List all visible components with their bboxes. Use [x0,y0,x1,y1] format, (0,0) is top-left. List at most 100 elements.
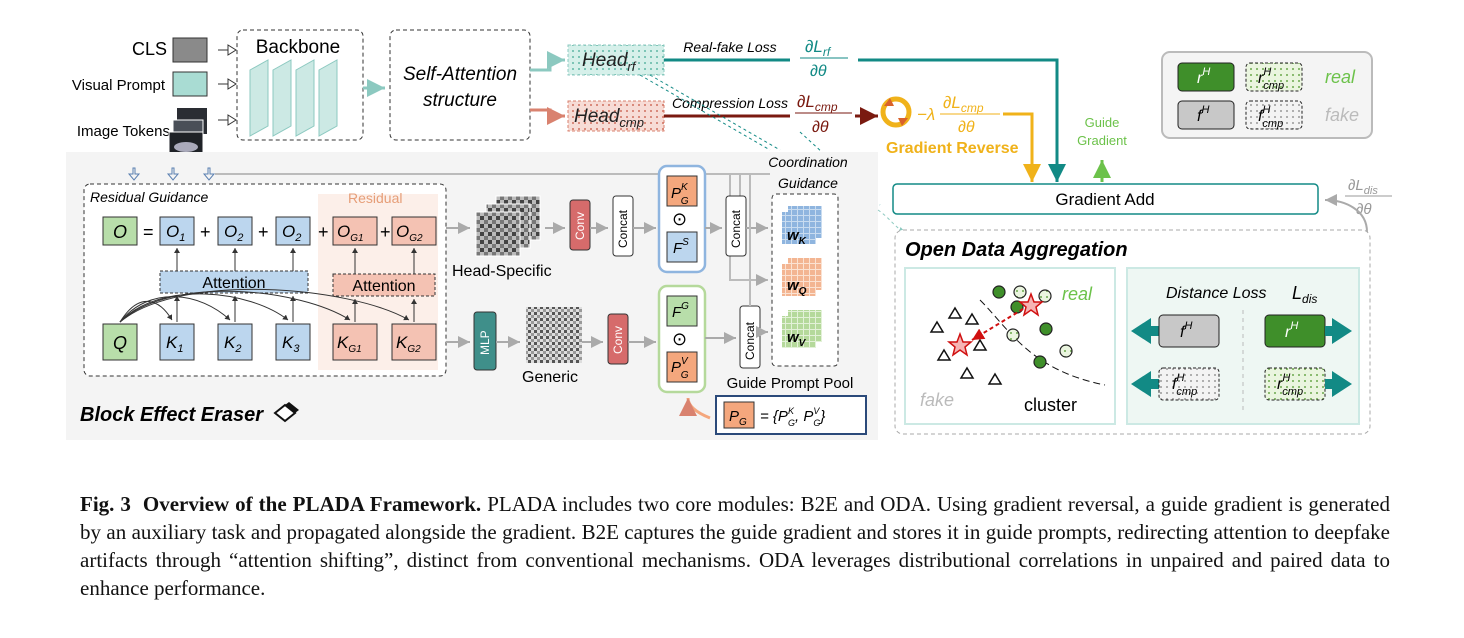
attention-bar [159,270,309,294]
O-box [102,216,138,246]
attention2-label: Attention [352,278,415,295]
cluster-label: cluster [1024,395,1077,415]
legend-real-cmp-swatch [1245,62,1303,92]
cls-label: CLS [132,39,167,59]
wv-grid-front [782,316,816,348]
K1: K1 [166,333,183,355]
cmp-grad-num: ∂Lcmp [797,92,838,114]
plus-1: + [200,222,211,242]
fg-box [666,295,698,327]
wk-grid-front [782,212,816,244]
dis-grad-den: ∂θ [1356,201,1372,218]
odot-1: ⊙ [672,209,687,229]
eraser-icon [273,402,299,423]
cluster-box [904,267,1116,425]
legend-real-label: real [1325,67,1356,87]
rf-grad-den: ∂θ [810,63,827,80]
wv-label: wV [787,329,807,349]
real-fake-loss-label: Real-fake Loss [683,39,776,55]
concat-block-top [612,195,634,257]
b2e-title: Block Effect Eraser [80,404,264,426]
pv-box [666,351,698,383]
coord-dash-1 [639,74,771,151]
oda-fHcmp-box [1158,367,1220,401]
fg-label: FG [672,301,689,321]
fc-left-arrow-icon [1131,371,1160,397]
concat-top-label: Concat [616,209,630,248]
fake-center-star-icon [946,331,974,357]
oda-title: Open Data Aggregation [905,239,1128,261]
caption-title: Overview of the PLADA Framework. [142,492,482,516]
gr-prefix: −λ [917,105,935,124]
cls-arrow-icon [218,44,237,56]
ldis-label: Ldis [1292,283,1317,306]
pool-to-pv-arrow [679,397,711,420]
concat-mid-label: Concat [729,209,743,248]
pk-box [666,175,698,207]
rf-to-gradient-add-arrow [858,58,1066,182]
legend-fH: fH [1197,104,1209,125]
real-center-star-icon [1017,291,1045,317]
residual-guidance-label: Residual Guidance [90,189,209,205]
K2: K2 [224,333,241,355]
b2e-down-arrows [127,167,216,181]
head-specific-feature-maps [475,195,541,257]
f-left-arrow-icon [1131,318,1160,344]
O2: O2 [224,222,243,244]
coordination-line1: Coordination [768,154,848,170]
reverse-to-add-arrow [1003,112,1041,182]
plus-4: + [380,222,391,242]
legend-fake-cmp-swatch [1245,100,1303,130]
r-right-arrow-icon [1325,318,1352,344]
concat-block-mid [725,195,747,257]
gradient-add-box [892,183,1319,215]
mlp-label: MLP [478,330,492,355]
guide-gradient-line1: Guide [1085,115,1120,130]
residual-label: Residual [348,190,402,206]
plus-2: + [258,222,269,242]
plus-3: + [318,222,329,242]
oda-fH-label: fH [1180,320,1192,341]
head-rf-box [567,44,665,76]
conv-block-top [569,199,591,251]
head-specific-label: Head-Specific [452,263,552,280]
backbone-layers-icon [249,59,338,137]
compression-loss-label: Compression Loss [672,95,788,111]
backbone-box [236,29,364,141]
OG2: OG2 [396,222,423,244]
pool-pg-label: PG [729,408,747,428]
cluster-fake-label: fake [920,390,954,410]
sa-to-rf-arrow [530,51,565,72]
tokens-arrow-icon [218,114,237,126]
generic-feature-map [526,307,582,363]
visual-prompt-label: Visual Prompt [72,77,166,94]
vp-arrow-icon [218,78,237,90]
distance-loss-label: Distance Loss [1166,285,1267,302]
image-tokens-label: Image Tokens [77,123,170,140]
conv-top-label: Conv [573,212,587,240]
conv-bottom-label: Conv [611,326,625,354]
K3: K3 [282,333,300,355]
fs-box [666,231,698,263]
O3: O2 [282,222,301,244]
legend-rH: rH [1197,66,1210,87]
rc-right-arrow-icon [1325,371,1352,397]
self-attention-line1: Self-Attention [403,64,517,85]
head-rf-label: Headrf [582,50,637,74]
cls-token [172,37,208,63]
self-attention-box [389,29,531,141]
fs-label: FS [673,237,689,257]
gradient-add-label: Gradient Add [1055,190,1154,209]
head-cmp-label: Headcmp [574,106,644,130]
KG1: KG1 [337,333,362,355]
wq-label: wQ [787,277,807,297]
wq-grid-front [782,264,816,296]
legend-fake-swatch [1177,100,1235,130]
plada-diagram: CLS Visual Prompt Image Tokens ... Backb… [66,29,1392,440]
O-eq: = [143,222,154,242]
